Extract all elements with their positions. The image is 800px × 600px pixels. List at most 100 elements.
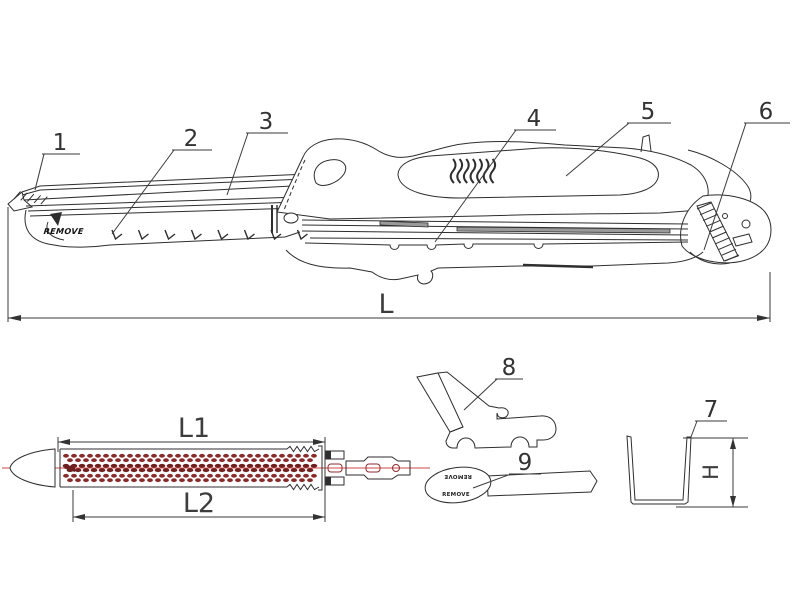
staple-slot — [271, 473, 277, 478]
callout-1-leader — [34, 153, 45, 191]
staple-slot — [191, 453, 197, 458]
staple-slot — [299, 458, 305, 463]
staple-slot — [223, 473, 229, 478]
scale-tick — [217, 229, 229, 241]
dimension-L1: L1 — [57, 413, 326, 522]
staple-slot — [79, 453, 85, 458]
bottom-slot — [522, 263, 594, 269]
staple-slot — [102, 463, 110, 468]
staple-slot — [155, 478, 161, 483]
staple-slot — [147, 458, 153, 463]
staple-slot — [147, 478, 153, 483]
staple-slot — [207, 453, 213, 458]
staple-slot — [91, 458, 97, 463]
slider-bar-long — [456, 226, 671, 234]
staple-slot — [251, 478, 257, 483]
staple-slot — [219, 458, 225, 463]
cartridge-right-cap — [318, 445, 323, 491]
dim-L1-arrow-left — [58, 439, 70, 445]
remove-tool-marking-bottom: REMOVE — [442, 492, 470, 498]
staple-slot — [139, 458, 145, 463]
callout-9-leader — [472, 473, 512, 489]
staple-slot — [294, 463, 302, 468]
staple-slot — [163, 458, 169, 463]
staple-slot — [83, 478, 89, 483]
jaw-lock-wedge — [50, 212, 62, 226]
handle-inner-panel — [397, 147, 659, 199]
staple-slot — [122, 468, 130, 473]
callout-5-label: 5 — [641, 99, 656, 125]
staple-slot — [63, 473, 69, 478]
staple-slot — [107, 458, 113, 463]
staple-slot — [214, 463, 222, 468]
serrated-section-bottom — [286, 483, 320, 491]
callout-2: 2 — [111, 126, 212, 235]
staple-slot — [99, 458, 105, 463]
staple-slot — [199, 453, 205, 458]
staple-slot — [138, 468, 146, 473]
staple-slot — [142, 463, 150, 468]
staple-slot — [223, 453, 229, 458]
staple-slot — [266, 468, 274, 473]
grip-serration — [456, 158, 464, 184]
staple-slot — [174, 463, 182, 468]
staple-slot — [91, 478, 97, 483]
push-rod — [345, 456, 411, 480]
staple-slot — [255, 453, 261, 458]
staple-slot — [115, 458, 121, 463]
staple-slot — [306, 468, 314, 473]
staple-slot — [275, 478, 281, 483]
grip-serration — [462, 158, 470, 184]
callouts: 1 2 3 4 5 6 7 — [34, 99, 790, 489]
staple-slot — [150, 463, 158, 468]
staple-slot — [286, 463, 294, 468]
staple-slot — [183, 453, 189, 458]
remove-tool-handle — [486, 470, 598, 497]
staple-slot — [263, 453, 269, 458]
callout-6: 6 — [703, 99, 790, 251]
tip-hatch-marks — [13, 191, 48, 205]
staple-slot — [283, 458, 289, 463]
staple-slot — [98, 468, 106, 473]
callout-4: 4 — [434, 106, 556, 243]
tip-hatch-line — [27, 193, 35, 202]
staple-slot — [179, 478, 185, 483]
staple-slot — [243, 478, 249, 483]
staple-slot — [171, 478, 177, 483]
shaft-mid-line-1 — [25, 195, 331, 207]
rear-knob-assembly — [680, 149, 772, 265]
staple-slot — [71, 453, 77, 458]
staple-slot — [159, 453, 165, 458]
staple-slot — [106, 468, 114, 473]
connector-tab-bottom-fill — [326, 477, 331, 485]
callout-9-label: 9 — [518, 450, 533, 476]
staple-slot — [135, 473, 141, 478]
tip-hatch-line — [40, 196, 48, 205]
staple-slot — [143, 473, 149, 478]
knob-hatch-line — [715, 237, 730, 245]
staple-slot — [267, 458, 273, 463]
staple-slot — [298, 468, 306, 473]
staple-slot — [295, 473, 301, 478]
staple-slot — [275, 458, 281, 463]
staple-slot — [186, 468, 194, 473]
scale-tick — [243, 229, 255, 241]
callout-6-label: 6 — [759, 99, 774, 125]
firing-indicator-pin — [640, 134, 652, 153]
lower-jaw-outline — [24, 209, 301, 248]
dim-L2-label: L2 — [183, 488, 215, 519]
staple-slot — [191, 473, 197, 478]
staple-slot — [230, 463, 238, 468]
handle-teardrop-cutout — [313, 159, 347, 186]
staple-slot — [250, 468, 258, 473]
knob-hatch-line — [721, 248, 737, 256]
staple-slot — [87, 473, 93, 478]
staple-slot — [287, 473, 293, 478]
lower-edge-with-tabs — [304, 241, 689, 250]
knob-hatch-line — [712, 231, 727, 239]
staple-slot — [231, 453, 237, 458]
staple-slot — [199, 473, 205, 478]
staple-slot — [274, 468, 282, 473]
staple-slot — [211, 458, 217, 463]
cartridge-top-view: L1 L2 — [2, 413, 430, 522]
